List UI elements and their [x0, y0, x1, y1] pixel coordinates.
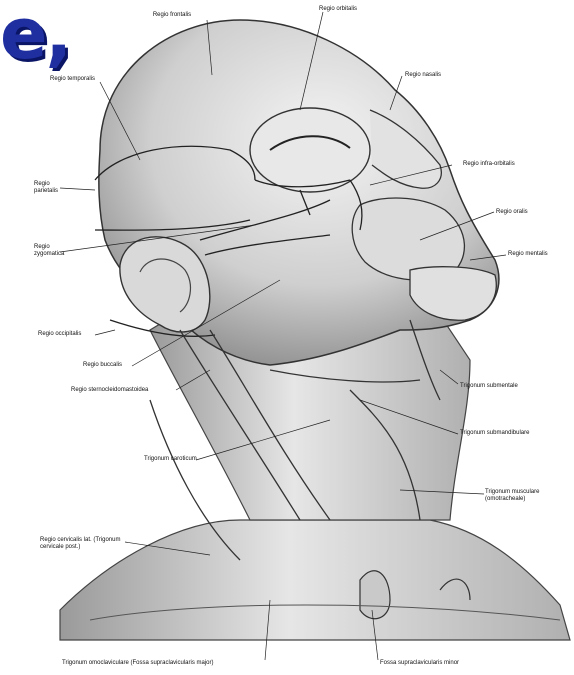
label-trigonum-musculare: Trigonum musculare (omotracheale) [485, 489, 555, 503]
label-regio-nasalis: Regio nasalis [405, 72, 441, 79]
label-trigonum-caroticum: Trigonum caroticum [144, 456, 197, 463]
label-trigonum-submandibulare: Trigonum submandibulare [460, 430, 529, 437]
label-regio-infraorbitalis: Regio infra-orbitalis [463, 161, 515, 168]
partial-heading: e, [0, 0, 70, 74]
label-regio-orbitalis: Regio orbitalis [319, 6, 357, 13]
label-trigonum-submentale: Trigonum submentale [460, 383, 518, 390]
label-regio-oralis: Regio oralis [496, 209, 528, 216]
label-regio-cervicalis-lat: Regio cervicalis lat. (Trigonum cervical… [40, 537, 128, 551]
label-trigonum-omoclaviculare: Trigonum omoclaviculare (Fossa supraclav… [62, 660, 214, 667]
label-regio-occipitalis: Regio occipitalis [38, 331, 81, 338]
label-regio-zygomatica: Regio zygomatica [34, 244, 64, 258]
label-regio-mentalis: Regio mentalis [508, 251, 548, 258]
label-regio-frontalis: Regio frontalis [153, 12, 191, 19]
label-regio-buccalis: Regio buccalis [83, 362, 122, 369]
label-regio-parietalis: Regio parietalis [34, 181, 64, 195]
label-fossa-supraclavicularis-minor: Fossa supraclavicularis minor [380, 660, 459, 667]
label-regio-temporalis: Regio temporalis [50, 76, 95, 83]
label-regio-sternocleidomastoidea: Regio sternocleidomastoidea [71, 387, 148, 394]
